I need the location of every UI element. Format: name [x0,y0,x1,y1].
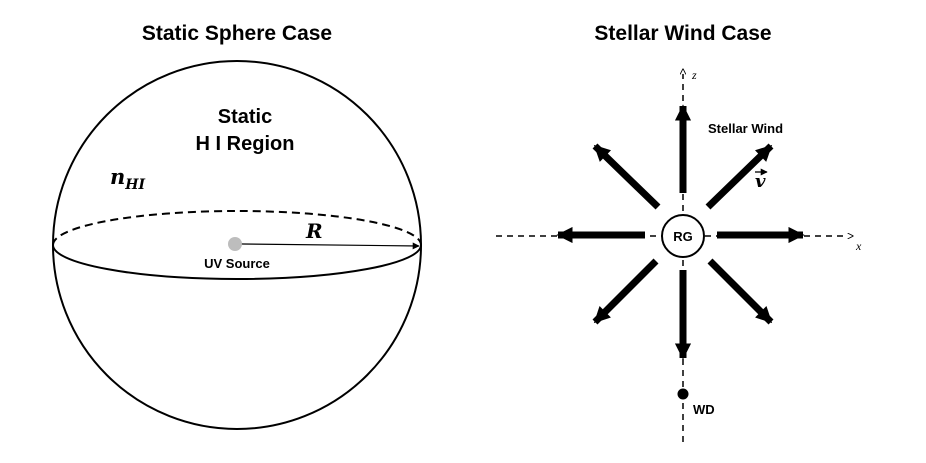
left-panel-title: Static Sphere Case [142,22,332,45]
z-axis-label: z [691,68,697,82]
uv-source-label: UV Source [204,256,270,271]
region-label-line1: Static [218,106,272,128]
red-giant-star [661,214,705,258]
white-dwarf-dot [677,388,689,400]
stellar-wind-panel: Stellar Wind Case z x RG WD Stellar Wind… [496,22,862,442]
radius-label: R [305,219,323,243]
sphere-equator-front [52,244,422,280]
wind-arrow-down-right [707,258,774,325]
red-giant-label: RG [673,229,693,244]
right-panel-title: Stellar Wind Case [594,22,771,45]
wind-arrow-up-left [592,143,661,210]
uv-source-dot [228,237,242,251]
stellar-wind-label: Stellar Wind [708,121,783,136]
density-label: nHI [110,164,146,193]
density-symbol: n [110,164,125,189]
density-subscript: HI [124,177,145,193]
radius-arrow [236,240,420,250]
wind-arrow-down-left [592,258,659,325]
velocity-symbol: v [755,171,766,192]
white-dwarf-label: WD [693,402,715,417]
static-sphere-panel: Static Sphere Case Static H I Region nHI… [52,22,422,430]
x-axis-label: x [855,239,862,253]
wind-arrow-up-right [705,143,774,210]
region-label-line2: H I Region [196,133,295,155]
sphere-equator-back [52,210,422,246]
